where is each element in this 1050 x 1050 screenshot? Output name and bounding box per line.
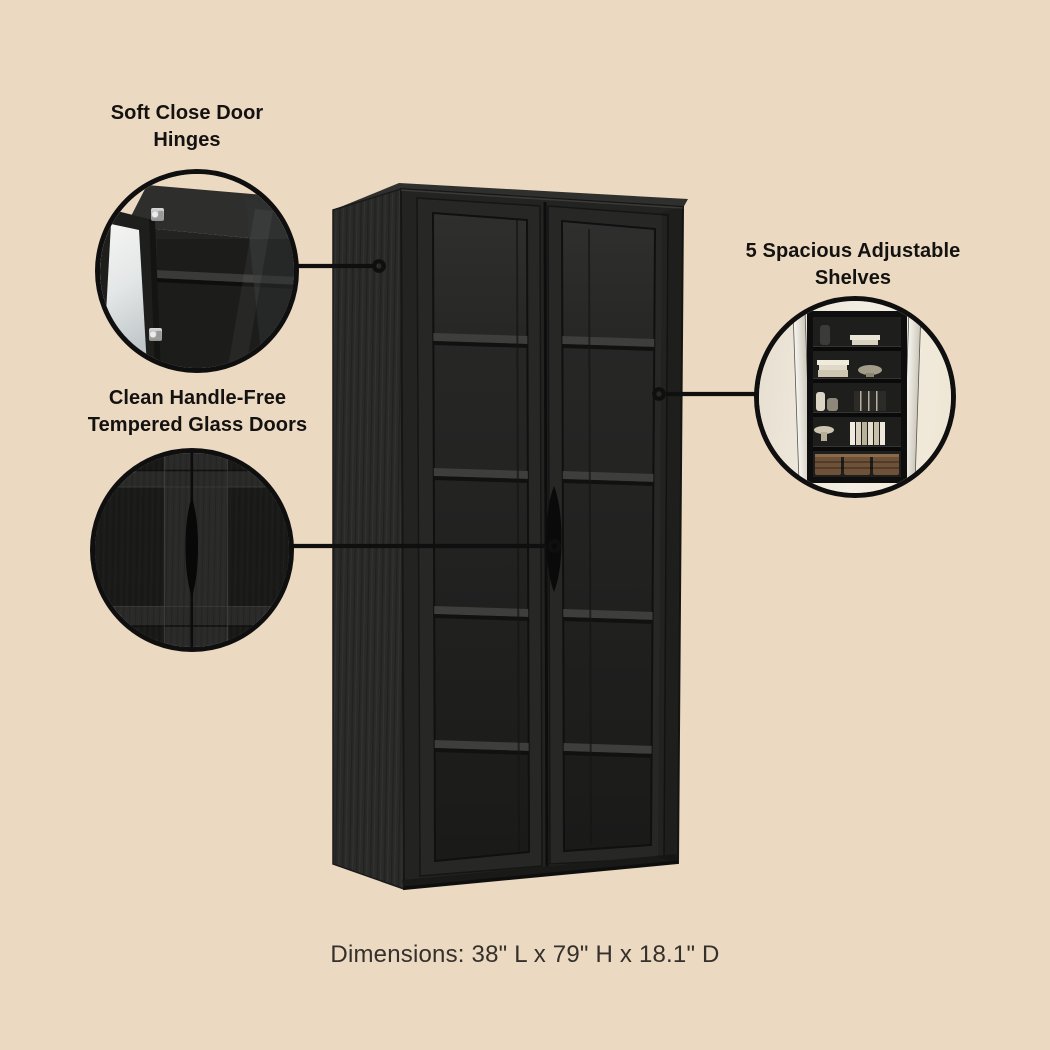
callout-label-line: Clean Handle-Free — [108, 387, 287, 409]
handle-groove-closeup — [185, 497, 198, 597]
left-door-glass — [433, 219, 529, 853]
door-detail-art — [95, 453, 289, 647]
shelves-detail-photo — [754, 296, 956, 498]
callout-label-hinges: Soft Close Door Hinges — [37, 100, 337, 154]
callout-label-line: Shelves — [814, 267, 892, 289]
callout-label-doors: Clean Handle-Free Tempered Glass Doors — [45, 385, 350, 439]
right-door-glass — [562, 228, 655, 846]
callout-ring — [372, 259, 386, 273]
callout-label-line: Hinges — [153, 129, 221, 151]
callout-label-shelves: 5 Spacious Adjustable Shelves — [703, 238, 1003, 292]
callout-label-line: Soft Close Door — [110, 102, 264, 124]
hinge-icon — [151, 208, 164, 221]
shelves-detail-art — [759, 301, 951, 493]
callout-label-line: 5 Spacious Adjustable — [745, 240, 961, 262]
basket-icon — [815, 454, 899, 475]
hinge-detail-photo — [95, 169, 299, 373]
callout-connectors — [289, 259, 759, 553]
hinge-icon — [149, 328, 162, 341]
decor-items — [814, 325, 899, 475]
callout-label-line: Tempered Glass Doors — [87, 414, 308, 436]
callout-ring — [547, 539, 562, 553]
cabinet-body — [332, 183, 688, 891]
dimensions-text: Dimensions: 38" L x 79" H x 18.1" D — [330, 941, 720, 968]
hinge-detail-art — [100, 174, 294, 368]
shelf-lines — [813, 346, 901, 451]
handle-groove — [546, 486, 562, 592]
callout-ring — [652, 387, 666, 401]
glass-door-detail-photo — [90, 448, 294, 652]
